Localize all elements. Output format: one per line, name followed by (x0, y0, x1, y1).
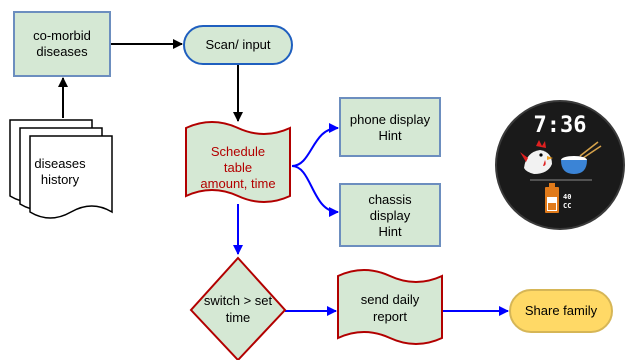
schedule-label-line1: Schedule (211, 144, 265, 159)
phone-label-line1: phone display (350, 112, 431, 127)
report-label-line2: report (373, 309, 407, 324)
history-label-line2: history (41, 172, 80, 187)
node-comorbid-diseases[interactable]: co-morbid diseases (13, 11, 111, 77)
connectors (58, 39, 509, 316)
watch-badge-value: 40 (563, 193, 571, 201)
report-label-line1: send daily (361, 292, 420, 307)
battery-icon (545, 183, 559, 213)
edge-schedule-to-phone (291, 123, 339, 167)
node-schedule-table[interactable]: Schedule table amount, time (185, 121, 291, 203)
watch-time: 7:36 (534, 113, 587, 138)
chassis-label-line1: chassis (368, 192, 412, 207)
node-diseases-history[interactable]: diseases history (9, 119, 113, 219)
history-label-line1: diseases (34, 156, 86, 171)
rice-bowl-icon (561, 141, 602, 174)
node-send-daily-report[interactable]: send daily report (337, 269, 443, 345)
node-phone-display-hint[interactable]: phone display Hint (339, 97, 441, 157)
node-share-family[interactable]: Share family (509, 289, 613, 333)
switch-label-line1: switch > set (204, 293, 273, 308)
chicken-icon (520, 140, 553, 174)
phone-label-line2: Hint (378, 128, 402, 143)
node-chassis-display-hint[interactable]: chassis display Hint (339, 183, 441, 247)
comorbid-label-line2: diseases (36, 44, 88, 59)
node-switch-decision[interactable]: switch > set time (189, 256, 287, 360)
switch-label-line2: time (226, 310, 251, 325)
watch-badge-unit: CC (563, 202, 571, 210)
watch-face: 7:36 40 CC (495, 100, 625, 230)
scan-label: Scan/ input (205, 37, 270, 52)
share-label: Share family (525, 303, 598, 318)
chassis-label-line2: display (370, 208, 411, 223)
comorbid-label-line1: co-morbid (33, 28, 91, 43)
schedule-label-line2: table (224, 160, 252, 175)
node-scan-input[interactable]: Scan/ input (183, 25, 293, 65)
chassis-label-line3: Hint (378, 224, 402, 239)
schedule-label-line3: amount, time (200, 176, 275, 191)
edge-schedule-to-chassis (291, 165, 339, 217)
